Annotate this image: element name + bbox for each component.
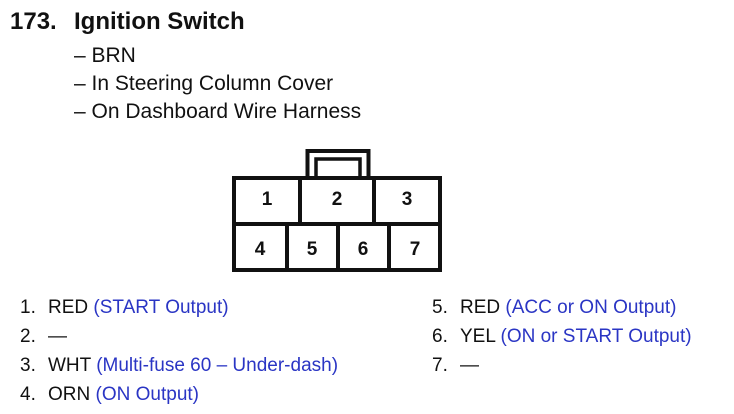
wire-color: YEL (460, 326, 496, 347)
detail-harness: – On Dashboard Wire Harness (74, 100, 362, 123)
wire-color: — (460, 355, 479, 376)
section-number: 173. (10, 8, 57, 35)
section-title: Ignition Switch (74, 8, 245, 35)
wire-color: WHT (48, 355, 91, 376)
detail-location: – In Steering Column Cover (74, 72, 334, 95)
pin-label-4: 4 (254, 239, 266, 260)
pin-row-3: 3. WHT (Multi-fuse 60 – Under-dash) (20, 351, 338, 380)
pin-label-5: 5 (306, 239, 318, 260)
pin-function: (ON or START Output) (500, 326, 692, 347)
pin-row-1: 1. RED (START Output) (20, 293, 338, 322)
connector-details: – BRN – In Steering Column Cover – On Da… (74, 42, 361, 126)
wire-color: RED (48, 297, 89, 318)
pin-number: 3. (20, 355, 36, 376)
pin-list-right: 5. RED (ACC or ON Output) 6. YEL (ON or ST… (432, 293, 692, 380)
pin-row-5: 5. RED (ACC or ON Output) (432, 293, 692, 322)
pin-row-4: 4. ORN (ON Output) (20, 380, 338, 409)
pin-function: (ON Output) (95, 384, 199, 405)
pin-label-7: 7 (409, 239, 421, 260)
wire-color: — (48, 326, 67, 347)
pin-row-2: 2. — (20, 322, 338, 351)
pin-label-3: 3 (401, 189, 413, 210)
wire-color: RED (460, 297, 501, 318)
pin-list-left: 1. RED (START Output) 2. — 3. WHT (Multi-fu… (20, 293, 338, 409)
pin-number: 7. (432, 355, 448, 376)
pin-label-6: 6 (357, 239, 369, 260)
pin-label-1: 1 (261, 189, 273, 210)
page-title: 173. Ignition Switch (10, 7, 245, 37)
pin-row-7: 7. — (432, 351, 692, 380)
pin-row-6: 6. YEL (ON or START Output) (432, 322, 692, 351)
pin-number: 4. (20, 384, 36, 405)
pin-function: (START Output) (93, 297, 229, 318)
pin-label-2: 2 (331, 189, 343, 210)
pin-number: 1. (20, 297, 36, 318)
pin-number: 5. (432, 297, 448, 318)
wire-color: ORN (48, 384, 91, 405)
pin-number: 2. (20, 326, 36, 347)
pin-function: (ACC or ON Output) (505, 297, 677, 318)
connector-outline (232, 149, 442, 272)
pin-function: (Multi-fuse 60 – Under-dash) (96, 355, 339, 376)
detail-connector-color: – BRN (74, 44, 136, 67)
pin-number: 6. (432, 326, 448, 347)
connector-diagram: 1 2 3 4 5 6 7 (232, 149, 442, 273)
